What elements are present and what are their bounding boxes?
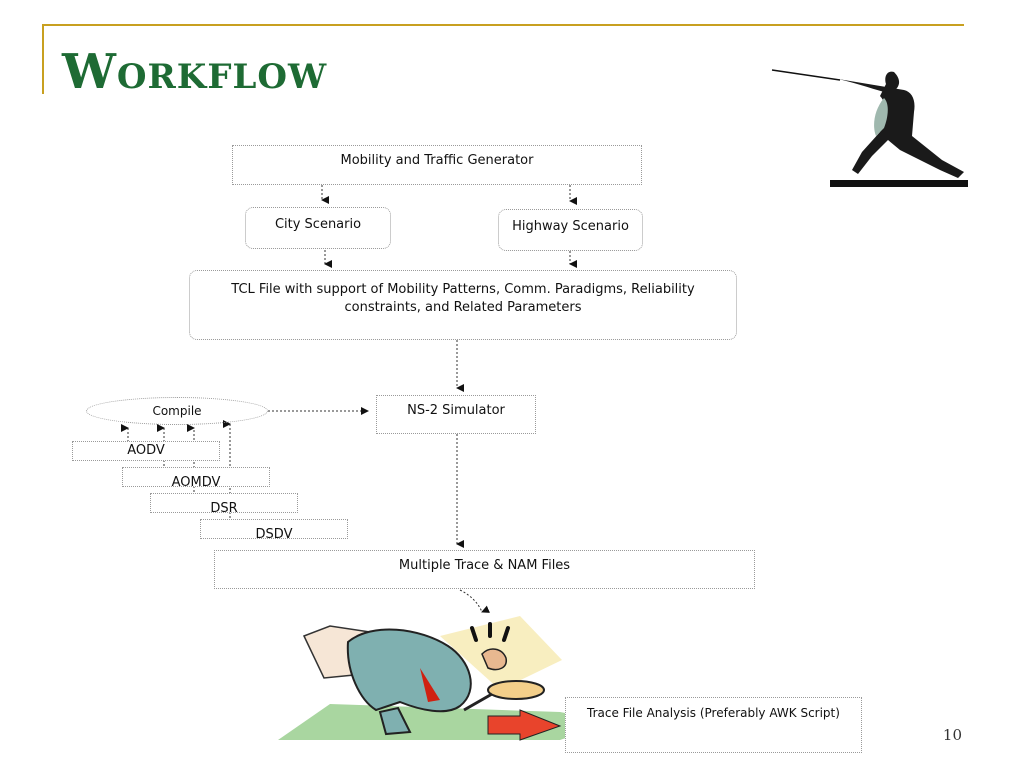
highway-scenario-label: Highway Scenario	[512, 219, 629, 234]
generator-box: Mobility and Traffic Generator	[232, 145, 642, 185]
protocol-aomdv-label: AOMDV	[171, 475, 221, 490]
protocol-dsr-label: DSR	[210, 501, 238, 516]
city-scenario-label: City Scenario	[274, 217, 362, 232]
highway-scenario-box: Highway Scenario	[498, 209, 643, 251]
protocol-dsdv-label: DSDV	[255, 527, 293, 542]
title-first-letter: W	[62, 44, 117, 100]
protocol-dsr-box: DSR	[150, 493, 298, 516]
compile-label: Compile	[152, 404, 202, 418]
trace-analysis-label: Trace File Analysis (Preferably AWK Scri…	[587, 706, 840, 720]
protocol-aodv-box: AODV	[72, 441, 220, 461]
title-side-line	[42, 24, 44, 94]
protocol-aodv-label: AODV	[127, 443, 165, 458]
protocol-aomdv-box: AOMDV	[122, 467, 270, 490]
magnifier-searcher-clipart	[278, 616, 612, 741]
title-rest: ORKFLOW	[116, 57, 328, 97]
tcl-file-box: TCL File with support of Mobility Patter…	[189, 270, 737, 340]
ns2-simulator-box: NS-2 Simulator	[376, 395, 536, 434]
arrow-trace-analysis	[459, 589, 491, 613]
generator-label: Mobility and Traffic Generator	[340, 153, 534, 168]
trace-files-box: Multiple Trace & NAM Files	[214, 550, 755, 589]
tcl-file-label: TCL File with support of Mobility Patter…	[231, 282, 695, 315]
slide-title: WORKFLOW	[62, 44, 327, 100]
title-accent-line	[42, 24, 964, 26]
protocol-dsdv-box: DSDV	[200, 519, 348, 542]
page-number: 10	[942, 726, 962, 744]
trace-analysis-box: Trace File Analysis (Preferably AWK Scri…	[565, 697, 862, 753]
compile-ellipse: Compile	[86, 397, 268, 425]
trace-files-label: Multiple Trace & NAM Files	[398, 558, 571, 573]
city-scenario-box: City Scenario	[245, 207, 391, 249]
ns2-simulator-label: NS-2 Simulator	[407, 403, 505, 418]
fencer-clipart	[771, 69, 968, 187]
